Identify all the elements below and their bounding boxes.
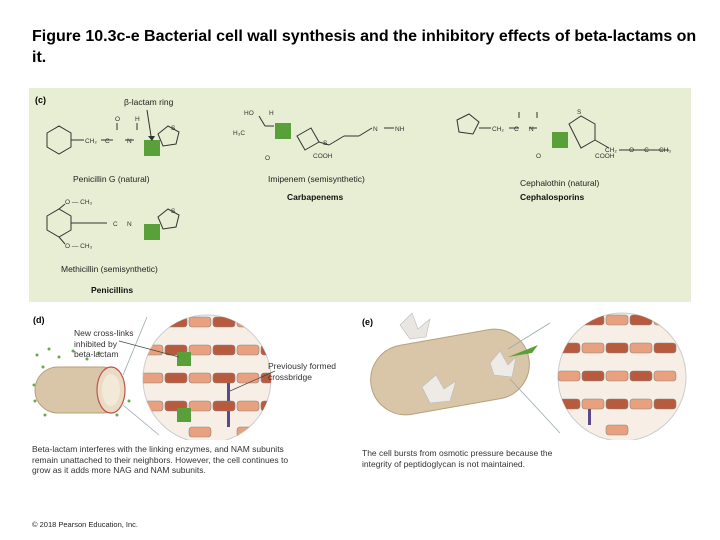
panel-d-letter: (d) [33, 315, 45, 325]
ring-pointer-arrow [146, 109, 152, 137]
svg-text:CH₂: CH₂ [605, 147, 617, 154]
beta-lactam-square-penicillin [144, 140, 160, 156]
svg-text:COOH: COOH [595, 153, 615, 160]
carbapenems-heading: Carbapenems [287, 192, 344, 202]
svg-text:S: S [577, 109, 582, 116]
beta-lactam-square-imipenem [275, 123, 291, 139]
svg-text:O — C — CH₃: O — C — CH₃ [629, 147, 671, 154]
bursting-cell [370, 312, 538, 416]
svg-text:HO: HO [244, 110, 254, 117]
copyright-notice: © 2018 Pearson Education, Inc. [32, 520, 139, 529]
panel-d-illustration [32, 314, 276, 440]
panel-e-illustration [370, 312, 687, 440]
cephalothin-label: Cephalothin (natural) [520, 178, 600, 188]
figure-title: Figure 10.3c-e Bacterial cell wall synth… [32, 28, 697, 66]
panel-e-caption: The cell bursts from osmotic pressure be… [362, 448, 553, 469]
panel-c-structures: CH₂ C O H N S O — CH₃ O — CH₃ S C N HO H H₃C COOH… [29, 88, 691, 302]
beta-lactam-square-methicillin [144, 224, 160, 240]
benzene-ring-penicillin [46, 125, 72, 155]
methicillin-label: Methicillin (semisynthetic) [61, 264, 158, 274]
penicillin-g-label: Penicillin G (natural) [73, 174, 150, 184]
panel-e-letter: (e) [362, 317, 373, 327]
cephalosporins-heading: Cephalosporins [520, 192, 585, 202]
panel-d-caption: Beta-lactam interferes with the linking … [32, 444, 289, 475]
svg-text:N: N [127, 138, 132, 145]
beta-lactam-ring-label: β-lactam ring [124, 97, 174, 107]
svg-text:N: N [127, 221, 132, 228]
svg-text:S: S [171, 125, 176, 132]
panel-c-letter: (c) [35, 95, 46, 105]
beta-lactam-structures: CH₂ C O H N S O — CH₃ O — CH₃ S C N HO H H₃C COOH… [46, 109, 671, 250]
previously-formed-label: Previously formed crossbridge [268, 361, 337, 382]
svg-text:COOH: COOH [313, 153, 333, 160]
beta-lactam-square-cephalothin [552, 132, 568, 148]
penicillins-heading: Penicillins [91, 285, 134, 295]
svg-text:O: O [115, 116, 120, 123]
svg-text:CH₂: CH₂ [492, 126, 504, 133]
svg-text:O: O [536, 153, 541, 160]
svg-text:H: H [135, 116, 140, 123]
svg-text:H₃C: H₃C [233, 130, 245, 137]
svg-text:C: C [105, 138, 110, 145]
svg-text:S: S [323, 140, 328, 147]
svg-text:O: O [265, 155, 270, 162]
svg-text:NH: NH [395, 126, 405, 133]
svg-text:N: N [529, 126, 534, 133]
svg-text:S: S [171, 208, 176, 215]
svg-text:H: H [269, 110, 274, 117]
new-crosslinks-label: New cross-links inhibited by beta-lactam [74, 328, 134, 359]
bacterial-cell-rod [34, 366, 126, 414]
imipenem-label: Imipenem (semisynthetic) [268, 174, 365, 184]
svg-text:O — CH₃: O — CH₃ [65, 243, 93, 250]
svg-text:CH₂: CH₂ [85, 138, 97, 145]
svg-text:C: C [113, 221, 118, 228]
svg-text:O — CH₃: O — CH₃ [65, 199, 93, 206]
svg-text:N: N [373, 126, 378, 133]
svg-text:C: C [514, 126, 519, 133]
